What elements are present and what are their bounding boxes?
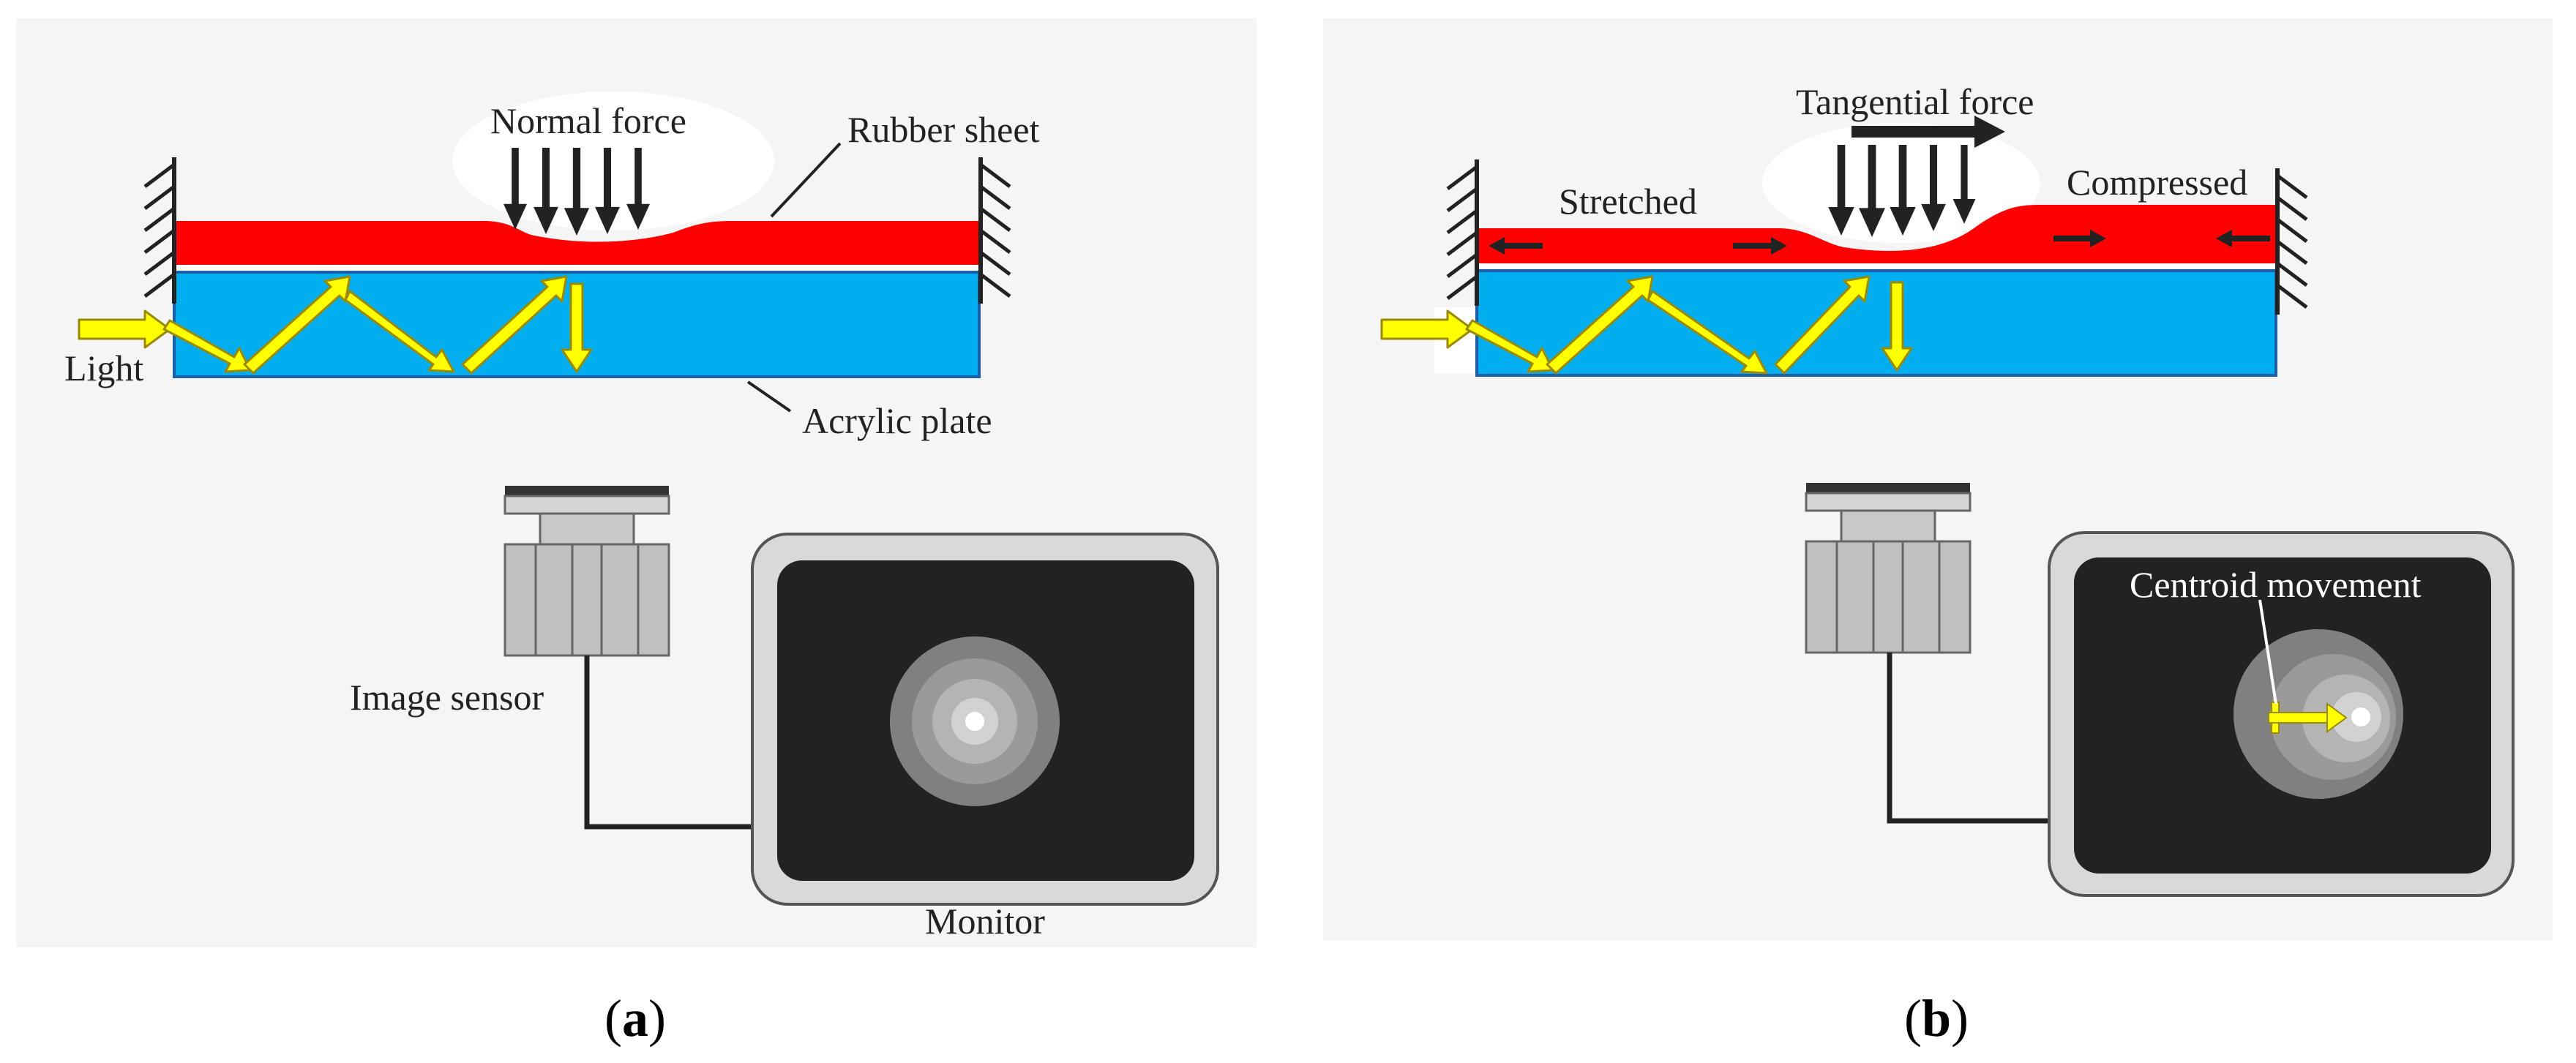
- light-ray: [162, 319, 252, 373]
- label-light: Light: [64, 348, 143, 388]
- rubber-sheet-gap: [1477, 263, 2276, 271]
- label-image-sensor: Image sensor: [350, 677, 544, 718]
- label-tangential-force: Tangential force: [1796, 81, 2034, 122]
- label-monitor: Monitor: [925, 901, 1045, 942]
- stretch-arrow-right: [1733, 237, 1787, 255]
- panel-b: Tangential force Stretched Compressed: [1323, 18, 2553, 940]
- label-normal-force: Normal force: [490, 100, 686, 141]
- sensor-cable: [1887, 653, 2049, 824]
- contact-spot-center: [2351, 707, 2370, 726]
- image-sensor-icon: [503, 486, 670, 657]
- caption-b: (b): [1904, 989, 1969, 1048]
- monitor-icon: [2048, 531, 2515, 897]
- caption-a: (a): [604, 989, 666, 1048]
- monitor-icon: [751, 533, 1219, 906]
- panel-a: Normal force Rubber sheet Light Acrylic …: [16, 18, 1257, 947]
- label-compressed: Compressed: [2067, 162, 2247, 203]
- light-input-arrow: [78, 309, 171, 349]
- label-rubber-sheet: Rubber sheet: [847, 109, 1040, 150]
- light-rays: [1380, 275, 1913, 375]
- image-sensor-icon: [1805, 483, 1972, 654]
- compress-arrow-right: [2053, 230, 2106, 247]
- light-ray: [1647, 290, 1768, 375]
- centroid-pointer: [2258, 599, 2277, 705]
- compress-arrow-left: [2216, 230, 2270, 247]
- contact-spot-center: [965, 712, 984, 731]
- rubber-sheet: [1477, 205, 2276, 263]
- light-input-arrow: [1380, 309, 1474, 349]
- rubber-sheet: [174, 221, 979, 265]
- sensor-cable: [584, 656, 752, 830]
- light-ray-escape: [561, 282, 593, 373]
- centroid-movement-arrow: [2268, 702, 2348, 734]
- stretch-arrow-left: [1489, 237, 1543, 255]
- rubber-sheet-gap: [174, 265, 979, 272]
- light-ray: [344, 290, 455, 373]
- light-ray: [1546, 275, 1654, 375]
- light-ray: [1465, 319, 1554, 373]
- light-ray: [461, 275, 568, 375]
- acrylic-plate-pointer: [746, 380, 792, 413]
- tangential-force-arrow: [1852, 116, 2005, 148]
- label-stretched: Stretched: [1559, 181, 1697, 222]
- rubber-sheet-pointer: [770, 142, 842, 218]
- light-ray: [1774, 275, 1871, 375]
- light-ray-escape: [1881, 281, 1913, 372]
- label-centroid-movement: Centroid movement: [2130, 564, 2422, 605]
- label-acrylic-plate: Acrylic plate: [802, 400, 992, 441]
- light-ray: [243, 275, 351, 375]
- strain-arrows: [1489, 230, 2270, 255]
- contact-glow: [452, 91, 774, 230]
- light-rays: [78, 275, 593, 375]
